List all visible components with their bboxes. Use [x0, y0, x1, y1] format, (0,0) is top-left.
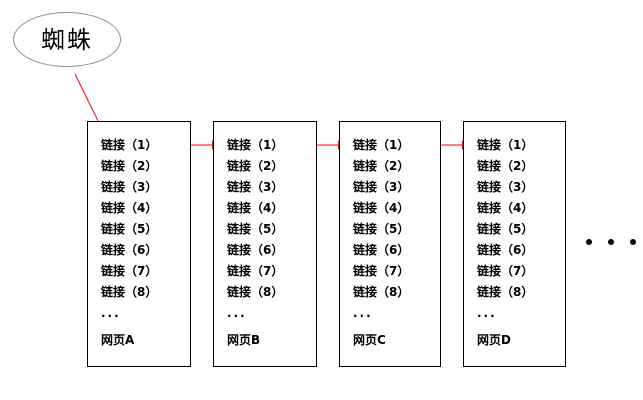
more-pages-indicator [586, 239, 636, 245]
link-item: 链接（5） [353, 222, 410, 236]
page-box-d: 链接（1） 链接（2） 链接（3） 链接（4） 链接（5） 链接（6） 链接（7… [463, 121, 566, 367]
link-item: 链接（6） [353, 243, 410, 257]
more-pages-dot [608, 239, 614, 245]
page-label: 网页A [101, 333, 135, 347]
link-item: 链接（8） [227, 285, 284, 299]
page-label: 网页C [353, 333, 386, 347]
link-item: 链接（2） [101, 159, 158, 173]
link-item: 链接（3） [477, 180, 534, 194]
links-ellipsis: ... [477, 306, 497, 320]
link-item: 链接（6） [227, 243, 284, 257]
link-item: 链接（4） [353, 201, 410, 215]
link-item: 链接（3） [101, 180, 158, 194]
link-item: 链接（5） [101, 222, 158, 236]
link-item: 链接（8） [353, 285, 410, 299]
link-item: 链接（8） [477, 285, 534, 299]
link-item: 链接（6） [477, 243, 534, 257]
link-item: 链接（2） [227, 159, 284, 173]
page-label: 网页D [477, 333, 511, 347]
link-item: 链接（3） [227, 180, 284, 194]
page-box-a: 链接（1） 链接（2） 链接（3） 链接（4） 链接（5） 链接（6） 链接（7… [87, 121, 191, 367]
link-item: 链接（4） [227, 201, 284, 215]
links-ellipsis: ... [227, 306, 247, 320]
spider-node: 蜘蛛 [13, 12, 121, 67]
link-item: 链接（1） [227, 138, 284, 152]
link-item: 链接（1） [477, 138, 534, 152]
link-item: 链接（1） [353, 138, 410, 152]
page-box-b: 链接（1） 链接（2） 链接（3） 链接（4） 链接（5） 链接（6） 链接（7… [213, 121, 317, 367]
link-item: 链接（6） [101, 243, 158, 257]
more-pages-dot [630, 239, 636, 245]
link-item: 链接（7） [101, 264, 158, 278]
link-item: 链接（7） [353, 264, 410, 278]
page-label: 网页B [227, 333, 261, 347]
link-item: 链接（3） [353, 180, 410, 194]
link-item: 链接（5） [477, 222, 534, 236]
links-ellipsis: ... [353, 306, 373, 320]
page-box-c: 链接（1） 链接（2） 链接（3） 链接（4） 链接（5） 链接（6） 链接（7… [339, 121, 441, 367]
link-item: 链接（2） [477, 159, 534, 173]
link-item: 链接（4） [101, 201, 158, 215]
link-item: 链接（4） [477, 201, 534, 215]
link-item: 链接（2） [353, 159, 410, 173]
link-item: 链接（5） [227, 222, 284, 236]
links-ellipsis: ... [101, 306, 121, 320]
link-item: 链接（1） [101, 138, 158, 152]
link-item: 链接（7） [477, 264, 534, 278]
link-item: 链接（8） [101, 285, 158, 299]
more-pages-dot [586, 239, 592, 245]
link-item: 链接（7） [227, 264, 284, 278]
spider-label: 蜘蛛 [41, 25, 93, 54]
